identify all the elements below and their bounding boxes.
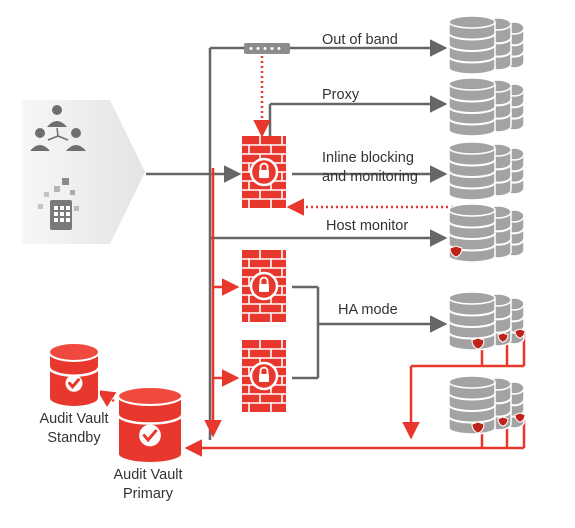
database-server-icon	[448, 77, 525, 137]
label-vault-primary-line2: Primary	[123, 486, 173, 502]
firewall-icon	[242, 340, 286, 412]
label-inline-line1: Inline blocking	[322, 150, 414, 166]
database-server-icon	[448, 141, 525, 201]
firewall-icon	[242, 136, 286, 208]
audit-vault-icon	[47, 342, 101, 408]
database-server-icon	[448, 203, 525, 263]
label-out-of-band: Out of band	[322, 32, 398, 48]
database-server-icon	[448, 291, 526, 351]
source-chevron	[22, 100, 145, 244]
label-vault-standby-line1: Audit Vault	[39, 411, 109, 427]
label-inline-line2: and monitoring	[322, 169, 418, 185]
audit-vault-icon	[116, 386, 184, 464]
network-switch-icon	[244, 43, 290, 54]
label-ha-mode: HA mode	[338, 302, 398, 318]
database-server-icon	[448, 15, 525, 75]
gray-connections	[146, 39, 448, 440]
database-server-icon	[448, 375, 526, 435]
users-network-icon	[30, 105, 86, 151]
label-host-monitor: Host monitor	[326, 218, 409, 234]
firewall-icon	[242, 250, 286, 322]
label-vault-standby-line2: Standby	[47, 430, 101, 446]
label-vault-primary-line1: Audit Vault	[113, 467, 183, 483]
label-proxy: Proxy	[322, 87, 360, 103]
app-grid-icon	[38, 178, 79, 230]
red-connections	[184, 168, 526, 457]
